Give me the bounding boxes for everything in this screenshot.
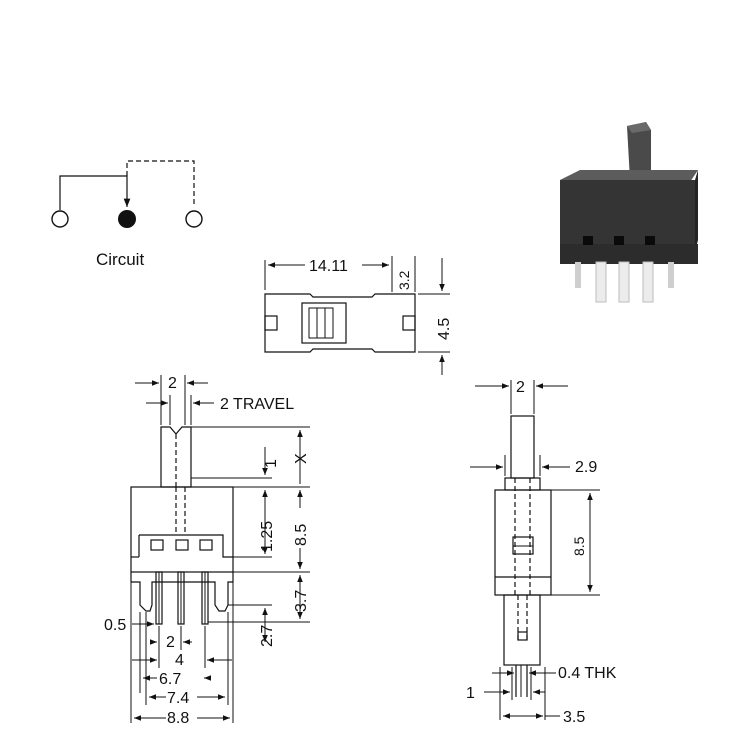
front-actuator-width-dim: 2 bbox=[168, 375, 177, 392]
circuit-label: Circuit bbox=[96, 250, 144, 269]
side-body-depth-dim: 3.5 bbox=[563, 709, 585, 726]
circuit-terminal-right bbox=[185, 210, 203, 228]
side-actuator-width-dim: 2 bbox=[516, 379, 525, 396]
front-pin-length-dim: 2.7 bbox=[259, 625, 276, 647]
circuit-symbol: Circuit bbox=[51, 160, 203, 269]
front-span-74-dim: 7.4 bbox=[167, 690, 189, 707]
front-pin-pitch-dim: 2 bbox=[166, 634, 175, 651]
top-edge-dim: 3.2 bbox=[396, 270, 412, 290]
side-pin-width-dim: 1 bbox=[466, 685, 475, 702]
front-window-height-dim: 1.25 bbox=[259, 521, 276, 552]
top-width-dim: 14.11 bbox=[309, 258, 348, 275]
side-actuator bbox=[510, 415, 535, 479]
front-span-88-dim: 8.8 bbox=[167, 710, 189, 727]
front-view: 2 2 TRAVEL X 1 8.5 1.25 3.7 2.7 0.5 bbox=[104, 375, 310, 727]
front-body-height-dim: 8.5 bbox=[293, 524, 310, 546]
front-body bbox=[130, 486, 234, 573]
front-span-67-dim: 6.7 bbox=[159, 671, 181, 688]
circuit-terminal-left bbox=[51, 210, 69, 228]
front-actuator-offset-dim: 1 bbox=[263, 459, 280, 468]
side-pin-thickness-dim: 0.4 THK bbox=[558, 665, 617, 682]
photo-actuator bbox=[627, 122, 651, 180]
photo-body bbox=[560, 180, 695, 252]
front-actuator-height-dim: X bbox=[293, 453, 310, 464]
top-view: 14.11 3.2 4.5 bbox=[264, 256, 453, 375]
side-body bbox=[494, 489, 552, 596]
side-neck-width-dim: 2.9 bbox=[575, 459, 597, 476]
product-photo bbox=[560, 122, 698, 303]
top-height-dim: 4.5 bbox=[436, 318, 453, 340]
side-body-height-dim: 8.5 bbox=[571, 536, 587, 556]
front-leg-height-dim: 3.7 bbox=[293, 590, 310, 612]
side-view: 2 2.9 8.5 0.4 THK 1 3.5 bbox=[466, 379, 617, 726]
front-pin-width-dim: 0.5 bbox=[104, 617, 126, 634]
front-pin-span-dim: 4 bbox=[175, 652, 184, 669]
front-travel-dim: 2 TRAVEL bbox=[220, 396, 294, 413]
circuit-terminal-common bbox=[118, 210, 136, 228]
